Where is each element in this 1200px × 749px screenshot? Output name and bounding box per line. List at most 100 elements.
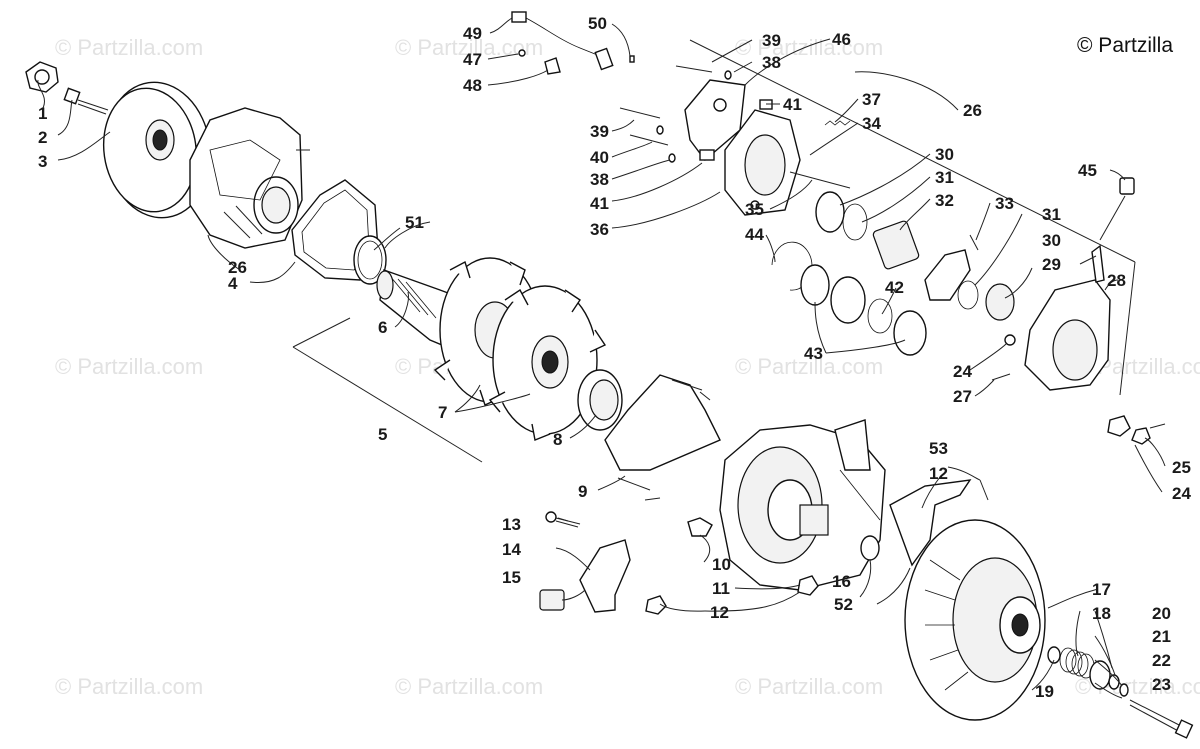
cover-plate-part (889, 479, 972, 567)
callout-16: 16 (832, 572, 851, 591)
cap-part (1119, 177, 1135, 195)
bracket-part (579, 539, 631, 613)
watermark: © Partzilla.com (55, 35, 203, 60)
callout-37: 37 (862, 90, 881, 109)
callout-40: 40 (590, 148, 609, 167)
washer-part (656, 125, 664, 135)
callout-34: 34 (862, 114, 881, 133)
watermark: © Partzilla.com (735, 35, 883, 60)
callout-48: 48 (463, 76, 482, 95)
callout-36: 36 (590, 220, 609, 239)
callout-22: 22 (1152, 651, 1171, 670)
spring-clip-part (824, 120, 851, 126)
washer-part (724, 70, 732, 80)
nut-part (1131, 427, 1151, 445)
callout-50: 50 (588, 14, 607, 33)
bearing-part (893, 310, 927, 356)
bolt-part (675, 65, 713, 73)
callout-41: 41 (590, 194, 609, 213)
chaincase-housing-right-part (1004, 279, 1111, 391)
callout-31: 31 (935, 168, 954, 187)
snap-ring-part (860, 535, 880, 561)
watermark: © Partzilla.com (55, 674, 203, 699)
callout-23: 23 (1152, 675, 1171, 694)
long-bolt-part (1129, 699, 1194, 739)
bearing-part (815, 191, 845, 233)
bolt-part (629, 134, 669, 146)
bearing-part (800, 264, 830, 306)
callout-46: 46 (832, 30, 851, 49)
callout-29: 29 (1042, 255, 1061, 274)
callout-11: 11 (712, 579, 730, 598)
callout-12: 12 (929, 464, 948, 483)
callout-53: 53 (929, 439, 948, 458)
callout-32: 32 (935, 191, 954, 210)
callout-14: 14 (502, 540, 521, 559)
cotter-pin-part (979, 479, 989, 501)
callout-30: 30 (1042, 231, 1061, 250)
callout-38: 38 (590, 170, 609, 189)
backing-plate-part (924, 249, 971, 301)
callout-52: 52 (834, 595, 853, 614)
driven-pulley-part (904, 519, 1046, 721)
copyright-notice: © Partzilla (1077, 34, 1173, 57)
watermark: © Partzilla.com (735, 674, 883, 699)
callout-51: 51 (405, 213, 424, 232)
callout-labels: 1 2 3 4 5 6 7 8 9 10 11 12 12 13 14 15 1… (38, 14, 1191, 701)
sprocket-disc-part (102, 81, 212, 219)
nut-part (797, 575, 819, 596)
callout-19: 19 (1035, 682, 1054, 701)
callout-9: 9 (578, 482, 587, 501)
callout-38: 38 (762, 53, 781, 72)
bolt-part (63, 87, 109, 115)
callout-15: 15 (502, 568, 521, 587)
part-drawings (25, 11, 1194, 739)
callout-35: 35 (745, 200, 764, 219)
callout-43: 43 (804, 344, 823, 363)
callout-3: 3 (38, 152, 47, 171)
callout-42: 42 (885, 278, 904, 297)
callout-1: 1 (38, 104, 47, 123)
watermark: © Partzilla.com (55, 354, 203, 379)
chaincase-housing-left-part (189, 107, 310, 249)
gearcase-housing-part (719, 419, 886, 591)
callout-39: 39 (762, 31, 781, 50)
nut-part (645, 595, 667, 615)
callout-47: 47 (463, 50, 482, 69)
callout-2: 2 (38, 128, 47, 147)
callout-4: 4 (228, 274, 238, 293)
callout-7: 7 (438, 403, 447, 422)
callout-8: 8 (553, 430, 562, 449)
callout-25: 25 (1172, 458, 1191, 477)
callout-49: 49 (463, 24, 482, 43)
bolt-part (1149, 423, 1166, 429)
callout-17: 17 (1092, 580, 1111, 599)
rubber-pad-part (539, 589, 565, 611)
watermark: © Partzilla.com (395, 35, 543, 60)
spacer-part (699, 149, 715, 161)
pin-part (789, 171, 851, 189)
watermark: © Partzilla.com (395, 674, 543, 699)
ring-part (957, 280, 979, 310)
cup-part (1089, 660, 1111, 690)
callout-10: 10 (712, 555, 731, 574)
callout-24: 24 (953, 362, 972, 381)
bearing-part (830, 276, 866, 324)
bolt-part (991, 373, 1011, 381)
sensor-wire-part (511, 11, 635, 75)
callout-41: 41 (783, 95, 802, 114)
callout-45: 45 (1078, 161, 1097, 180)
washer-part (1119, 683, 1129, 697)
leader-lines (37, 17, 1166, 699)
ring-part (867, 298, 893, 334)
callout-26: 26 (228, 258, 247, 277)
callout-39: 39 (590, 122, 609, 141)
brake-caliper-part (684, 79, 801, 216)
nut-part (1107, 415, 1131, 437)
castle-nut-part (25, 61, 59, 93)
ring-part (842, 203, 868, 241)
callout-33: 33 (995, 194, 1014, 213)
callout-30: 30 (935, 145, 954, 164)
